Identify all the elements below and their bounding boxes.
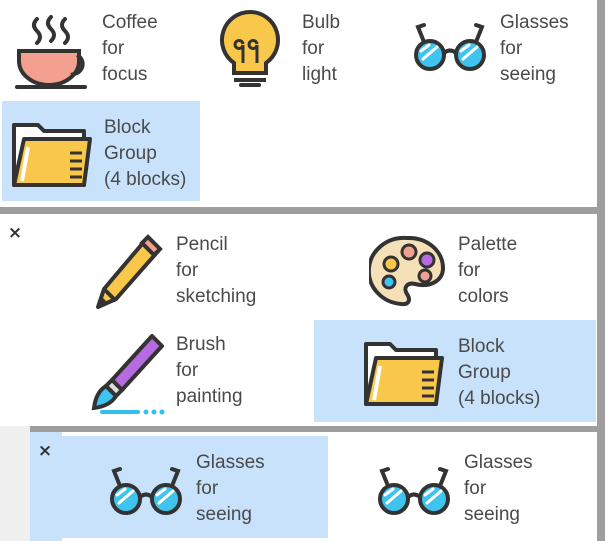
block-label: Coffee for focus [102, 12, 158, 85]
block-label: Block Group (4 blocks) [458, 336, 541, 409]
light-bulb-icon [218, 10, 282, 92]
block-label: Brush for painting [176, 334, 243, 407]
bottom-block-group: × × Glasses for seeing [30, 432, 597, 541]
block-glasses[interactable]: Glasses for seeing [330, 436, 596, 538]
close-group-button[interactable]: × [37, 441, 53, 461]
middle-block-group: × Pencil for sketching [0, 214, 597, 426]
block-label: Block Group (4 blocks) [104, 117, 187, 190]
block-label: Palette for colors [458, 234, 518, 307]
brush-icon [86, 332, 168, 416]
folder-icon [10, 115, 94, 191]
block-brush[interactable]: Brush for painting [80, 326, 310, 422]
close-group-button[interactable]: × [7, 223, 23, 243]
block-label: Glasses for seeing [196, 452, 265, 525]
bottom-group-gutter [0, 426, 30, 541]
folder-icon [362, 334, 446, 410]
pencil-icon [86, 232, 164, 312]
glasses-icon [412, 10, 488, 82]
block-pencil[interactable]: Pencil for sketching [80, 224, 310, 324]
bottom-group-handle[interactable] [30, 432, 62, 541]
block-coffee[interactable]: Coffee for focus [0, 0, 200, 100]
block-group-middle[interactable]: Block Group (4 blocks) [314, 320, 596, 422]
block-group-top[interactable]: Block Group (4 blocks) [2, 101, 200, 201]
block-palette[interactable]: Palette for colors [360, 224, 596, 324]
glasses-icon [376, 454, 452, 526]
coffee-cup-icon [14, 10, 94, 92]
block-glasses[interactable]: Glasses for seeing [398, 0, 597, 100]
top-block-group: Coffee for focus Bulb for light [0, 0, 597, 207]
glasses-icon [108, 454, 184, 526]
block-bulb[interactable]: Bulb for light [200, 0, 398, 100]
block-label: Glasses for seeing [464, 452, 533, 525]
block-label: Pencil for sketching [176, 234, 257, 307]
block-glasses-selected[interactable]: Glasses for seeing [62, 436, 328, 538]
block-label: Bulb for light [302, 12, 341, 85]
block-label: Glasses for seeing [500, 12, 569, 85]
palette-icon [368, 232, 446, 312]
